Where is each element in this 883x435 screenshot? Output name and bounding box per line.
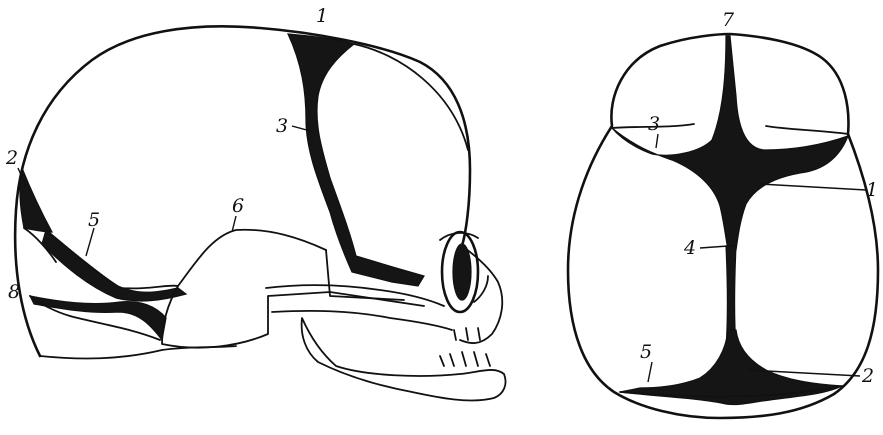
lateral-label-8: 8 (8, 281, 20, 303)
lateral-label-3: 3 (276, 115, 288, 137)
superior-label-3: 3 (648, 113, 660, 135)
superior-leader-4 (700, 246, 728, 248)
lateral-label-6: 6 (232, 195, 244, 217)
superior-skull-view (568, 34, 878, 418)
superior-label-1: 1 (866, 179, 878, 201)
superior-label-7: 7 (722, 9, 735, 31)
superior-labels: 1 2 3 4 5 7 (640, 9, 878, 387)
lateral-label-1: 1 (316, 5, 328, 27)
sphenoidal-fontanelle (20, 168, 52, 232)
coronal-suture-band (288, 34, 424, 286)
superior-label-4: 4 (683, 237, 696, 259)
frontal-boundary (354, 44, 468, 150)
superior-leader-5 (648, 362, 652, 382)
lateral-label-2: 2 (5, 147, 18, 169)
mastoid-fontanelle-band (30, 296, 166, 340)
lateral-label-5: 5 (88, 209, 100, 231)
lateral-leader-5 (86, 228, 94, 256)
mandible-outline (302, 318, 506, 400)
superior-label-5: 5 (640, 341, 652, 363)
orbit-inner (453, 244, 471, 300)
superior-leader-1 (760, 184, 866, 190)
occipital-lower (40, 346, 236, 358)
teeth-row (440, 328, 490, 366)
zygomatic-arch (266, 285, 452, 330)
superior-leader-3 (656, 134, 658, 148)
superior-label-2: 2 (861, 365, 874, 387)
anterior-fontanelle (612, 36, 848, 250)
squamous-suture-band (42, 230, 186, 301)
